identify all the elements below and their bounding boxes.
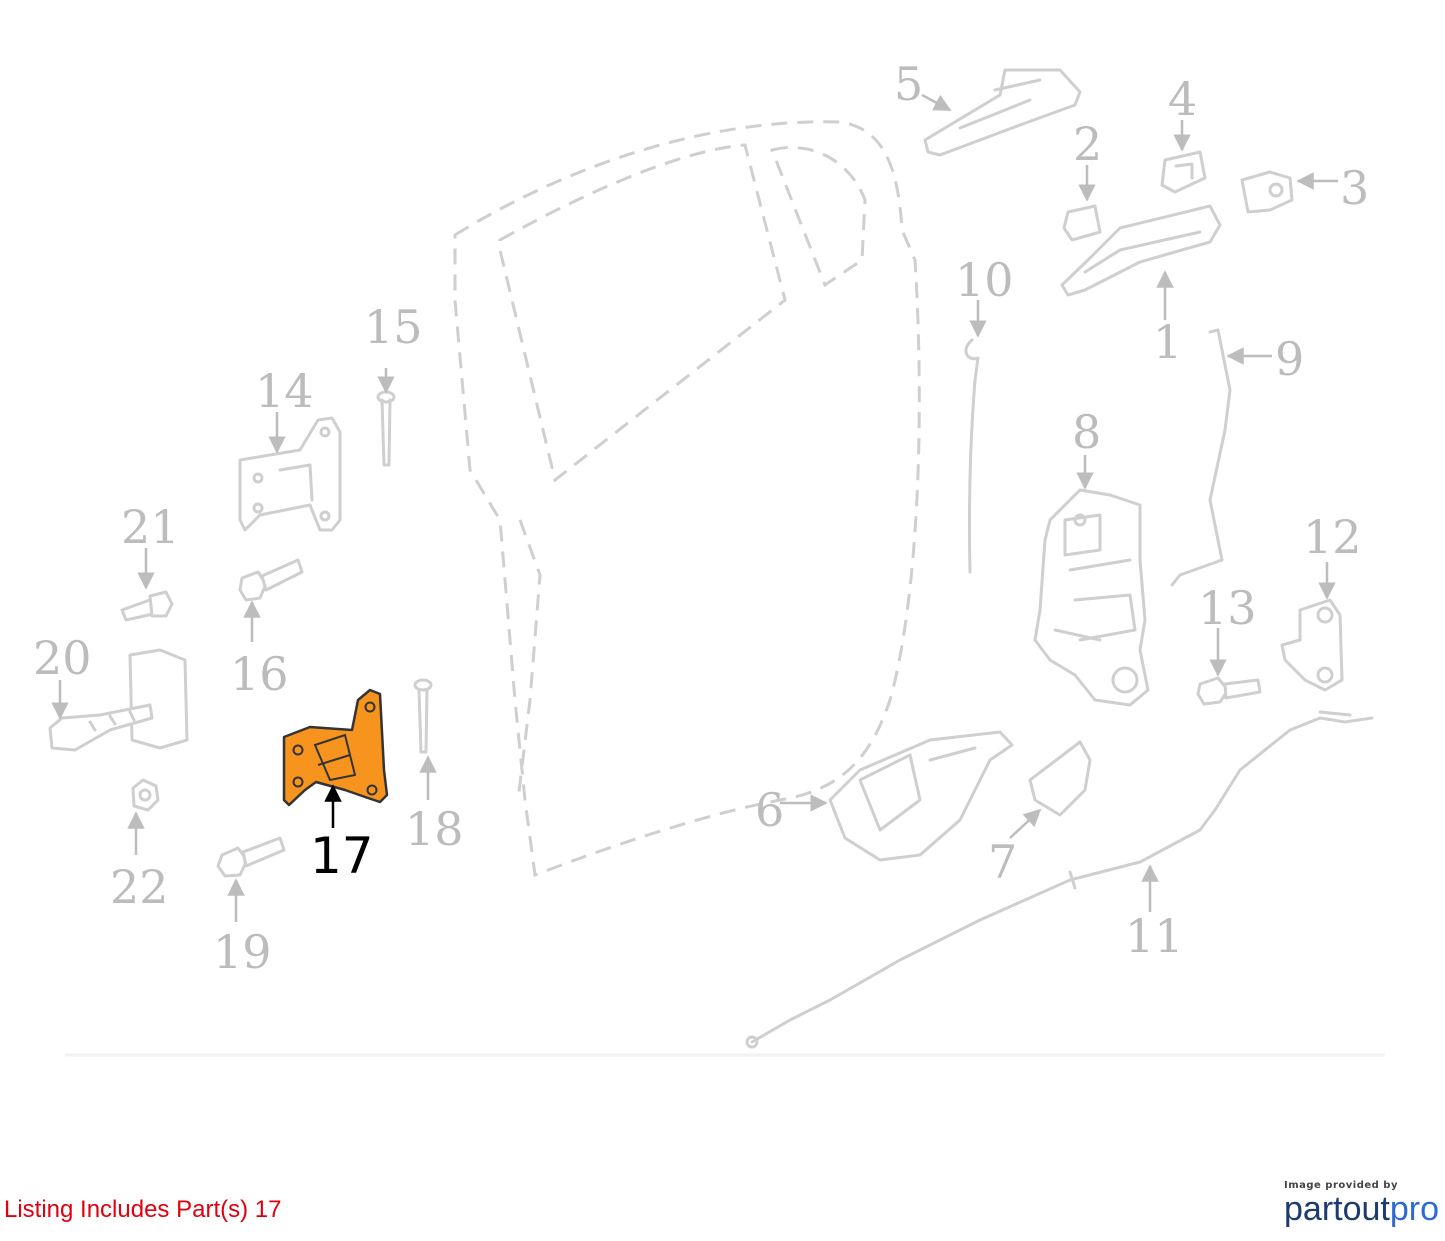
door-outline <box>453 120 921 878</box>
callout-2: 2 <box>1073 117 1102 171</box>
callout-7: 7 <box>988 835 1017 889</box>
logo-part-a: partout <box>1284 1190 1390 1228</box>
callout-13: 13 <box>1198 581 1257 635</box>
credit-caption: Image provided by <box>1284 1180 1398 1191</box>
part-8-latch <box>1033 488 1150 707</box>
part-19-bolt <box>216 836 286 878</box>
part-10-rod <box>964 338 980 574</box>
callout-11: 11 <box>1125 909 1184 963</box>
part-2-cap <box>1062 204 1102 242</box>
part-3-lock-cylinder <box>1240 170 1294 214</box>
callout-17: 17 <box>310 827 374 885</box>
listing-includes-text: Listing Includes Part(s) 17 <box>4 1196 282 1223</box>
callout-14: 14 <box>255 364 314 418</box>
part-12-striker <box>1280 598 1344 692</box>
callout-16: 16 <box>230 647 289 701</box>
callout-19: 19 <box>213 925 272 979</box>
callout-3: 3 <box>1340 161 1369 215</box>
part-14-upper-hinge <box>238 416 342 532</box>
part-20-door-check <box>48 648 189 752</box>
part-18-pin <box>413 678 433 754</box>
callout-20: 20 <box>33 631 92 685</box>
callout-4: 4 <box>1168 72 1197 126</box>
part-21-bolt <box>120 590 174 622</box>
callout-12: 12 <box>1303 510 1362 564</box>
callout-15: 15 <box>364 300 423 354</box>
image-credit: Image provided by partoutpro <box>1284 1180 1444 1227</box>
callout-21: 21 <box>121 500 180 554</box>
callout-18: 18 <box>405 802 464 856</box>
part-13-bolt <box>1196 676 1262 706</box>
leader-arrows <box>51 93 1338 922</box>
part-7-bezel <box>1028 740 1092 817</box>
logo-part-b: pro <box>1389 1190 1439 1228</box>
part-16-bolt <box>238 558 304 602</box>
callout-22: 22 <box>110 860 169 914</box>
callout-9: 9 <box>1275 332 1304 386</box>
callout-10: 10 <box>955 253 1014 307</box>
part-5-handle-bracket <box>923 68 1082 157</box>
part-9-rod <box>1170 328 1232 587</box>
callout-labels: 1 2 3 4 5 6 7 8 9 10 11 12 13 14 15 16 1… <box>33 57 1369 979</box>
part-17-lower-hinge-highlighted <box>282 688 389 807</box>
part-4-cap <box>1160 150 1207 194</box>
part-11-cable <box>745 710 1374 1049</box>
callout-1: 1 <box>1153 315 1182 369</box>
partoutpro-logo: partoutpro <box>1284 1191 1444 1227</box>
part-1-outside-handle <box>1060 204 1222 297</box>
callout-6: 6 <box>755 783 784 837</box>
part-22-nut <box>131 778 160 812</box>
callout-5: 5 <box>894 57 923 111</box>
part-15-pin <box>376 390 396 467</box>
callout-8: 8 <box>1072 405 1101 459</box>
part-6-inside-handle <box>828 730 1014 862</box>
